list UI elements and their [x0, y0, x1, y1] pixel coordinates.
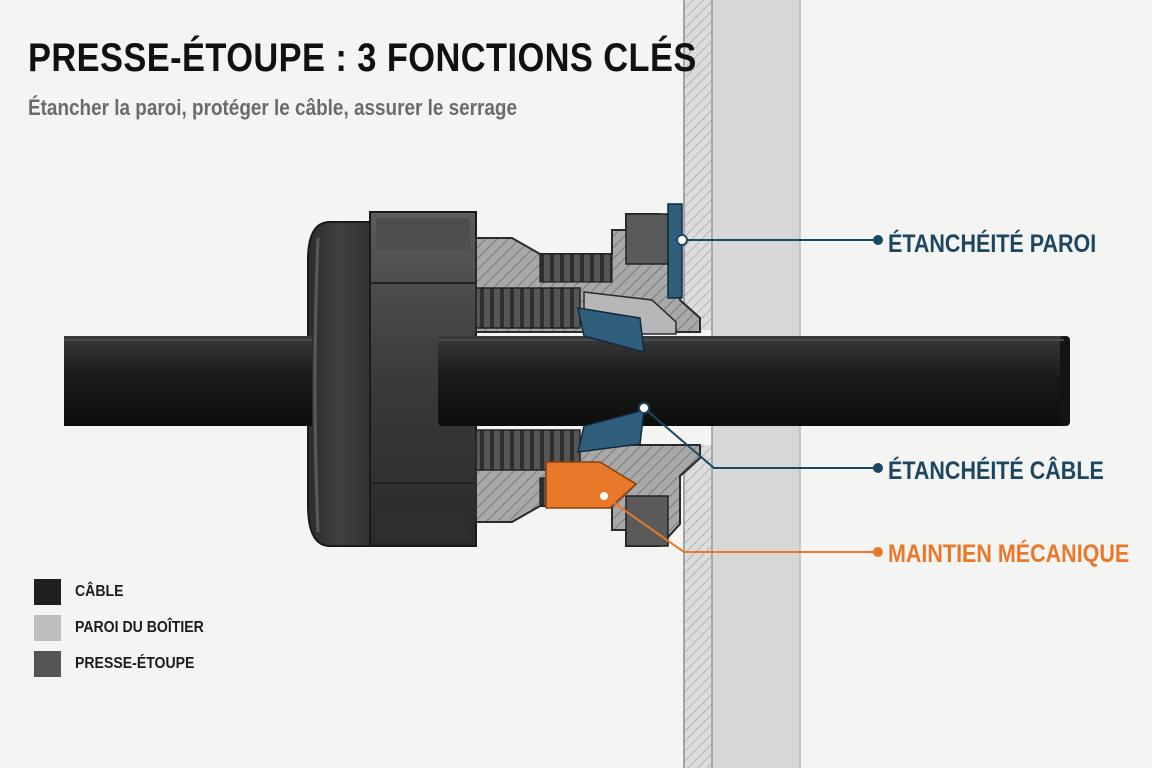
- legend-label-gland: PRESSE-ÉTOUPE: [75, 655, 195, 672]
- legend-swatch-gland: [34, 651, 61, 677]
- page-title: PRESSE-ÉTOUPE : 3 FONCTIONS CLÉS: [28, 36, 697, 80]
- legend-swatch-cable: [34, 579, 61, 605]
- wall-seal: [667, 203, 683, 299]
- legend-item-cable: CÂBLE: [34, 579, 221, 605]
- legend-label-cable: CÂBLE: [75, 583, 124, 600]
- legend: CÂBLE PAROI DU BOÎTIER PRESSE-ÉTOUPE: [34, 579, 221, 687]
- legend-item-wall: PAROI DU BOÎTIER: [34, 615, 221, 641]
- wall-section-top: [684, 0, 712, 330]
- hex-nut: [369, 211, 477, 547]
- callout-mechanical-hold: MAINTIEN MÉCANIQUE: [888, 540, 1130, 568]
- legend-item-gland: PRESSE-ÉTOUPE: [34, 651, 221, 677]
- cable-seal: [577, 307, 645, 453]
- legend-swatch-wall: [34, 615, 61, 641]
- cable: [64, 336, 1070, 426]
- wall-section-bottom: [684, 445, 712, 768]
- leader-markers: [598, 234, 883, 557]
- callout-wall-seal: ÉTANCHÉITÉ PAROI: [888, 230, 1097, 258]
- dome-cap-nut: [307, 221, 371, 547]
- legend-label-wall: PAROI DU BOÎTIER: [75, 619, 204, 636]
- callout-cable-seal: ÉTANCHÉITÉ CÂBLE: [888, 457, 1104, 485]
- thread-top: [475, 287, 581, 329]
- gland-body-section-top: [475, 213, 701, 335]
- clamp-highlight: [545, 461, 638, 509]
- leader-lines: [603, 239, 874, 553]
- page-subtitle: Étancher la paroi, protéger le câble, as…: [28, 95, 518, 120]
